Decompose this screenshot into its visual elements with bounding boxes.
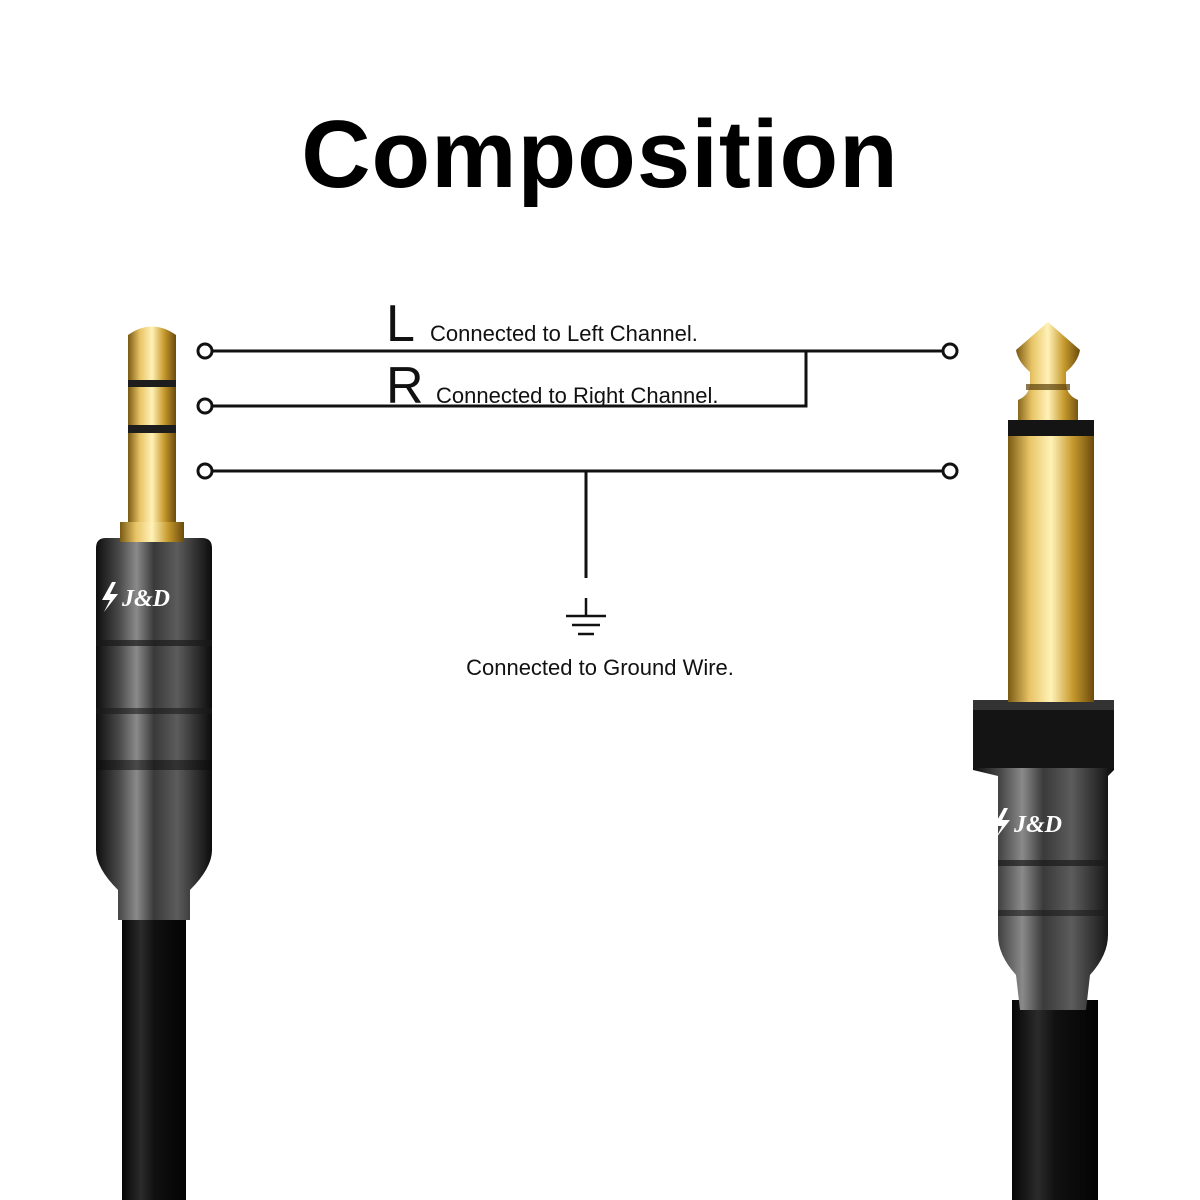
right-plug-tip xyxy=(1016,322,1080,420)
left-logo-text: J&D xyxy=(121,586,170,612)
page-title: Composition xyxy=(301,101,899,208)
terminal-left-r xyxy=(196,397,214,415)
right-channel-label: Connected to Right Channel. xyxy=(436,383,719,408)
terminal-dots xyxy=(196,342,959,480)
right-plug-shaft xyxy=(1008,470,1094,702)
left-plug-body xyxy=(96,538,212,920)
terminal-right-g xyxy=(941,462,959,480)
ground-symbol-icon xyxy=(566,598,606,636)
lightning-icon xyxy=(994,808,1010,838)
wiring-lines xyxy=(212,349,942,578)
terminal-left-l xyxy=(196,342,214,360)
left-channel-letter: L xyxy=(386,295,415,353)
terminal-left-g xyxy=(196,462,214,480)
left-logo: J&D xyxy=(102,582,170,612)
left-plug-3-5mm xyxy=(96,326,212,1200)
right-channel-line xyxy=(212,351,808,408)
left-plug-shaft xyxy=(128,345,176,541)
left-plug-tip xyxy=(128,326,176,345)
right-channel-letter: R xyxy=(386,357,424,415)
terminal-right-l xyxy=(941,342,959,360)
right-cable xyxy=(1012,1000,1098,1200)
right-logo-text: J&D xyxy=(1013,812,1062,838)
lightning-icon xyxy=(102,582,118,612)
left-channel-label: Connected to Left Channel. xyxy=(430,321,698,346)
ground-wire-label: Connected to Ground Wire. xyxy=(466,655,734,680)
right-logo: J&D xyxy=(994,808,1062,838)
left-cable xyxy=(122,918,186,1200)
right-plug-6-35mm xyxy=(973,322,1114,1200)
